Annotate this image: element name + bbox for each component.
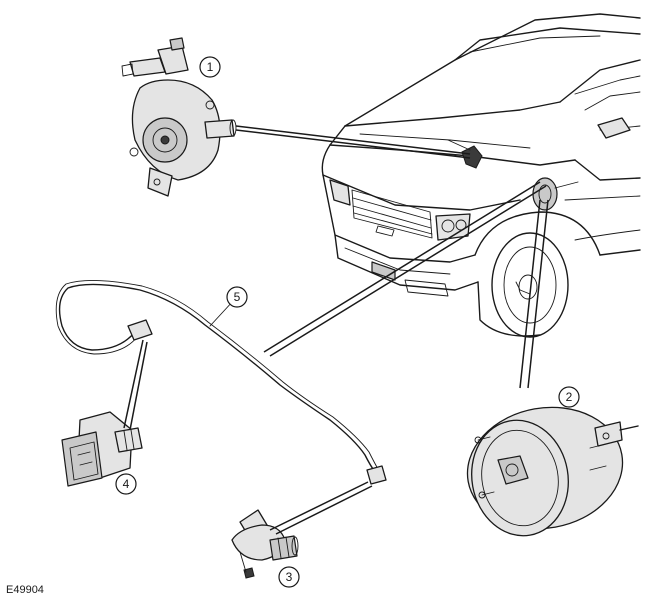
vacuum-sensor-icon	[231, 509, 299, 579]
callout-label-1: 1	[207, 60, 214, 74]
vehicle-illustration	[321, 13, 641, 338]
callout-label-3: 3	[286, 570, 293, 584]
callout-1: 1	[199, 56, 221, 78]
callout-3: 3	[278, 566, 300, 588]
callout-label-5: 5	[234, 290, 241, 304]
callout-label-2: 2	[566, 390, 573, 404]
callout-label-4: 4	[123, 477, 130, 491]
harness-icon	[55, 279, 387, 485]
figure-reference-code: E49904	[6, 584, 44, 596]
electrical-connector-icon	[61, 411, 143, 487]
brake-booster-icon	[466, 406, 639, 537]
vacuum-pump-icon	[121, 37, 237, 197]
callout-2: 2	[558, 386, 580, 408]
leader-lines	[123, 125, 549, 535]
callout-5: 5	[226, 286, 248, 308]
callout-4: 4	[115, 473, 137, 495]
